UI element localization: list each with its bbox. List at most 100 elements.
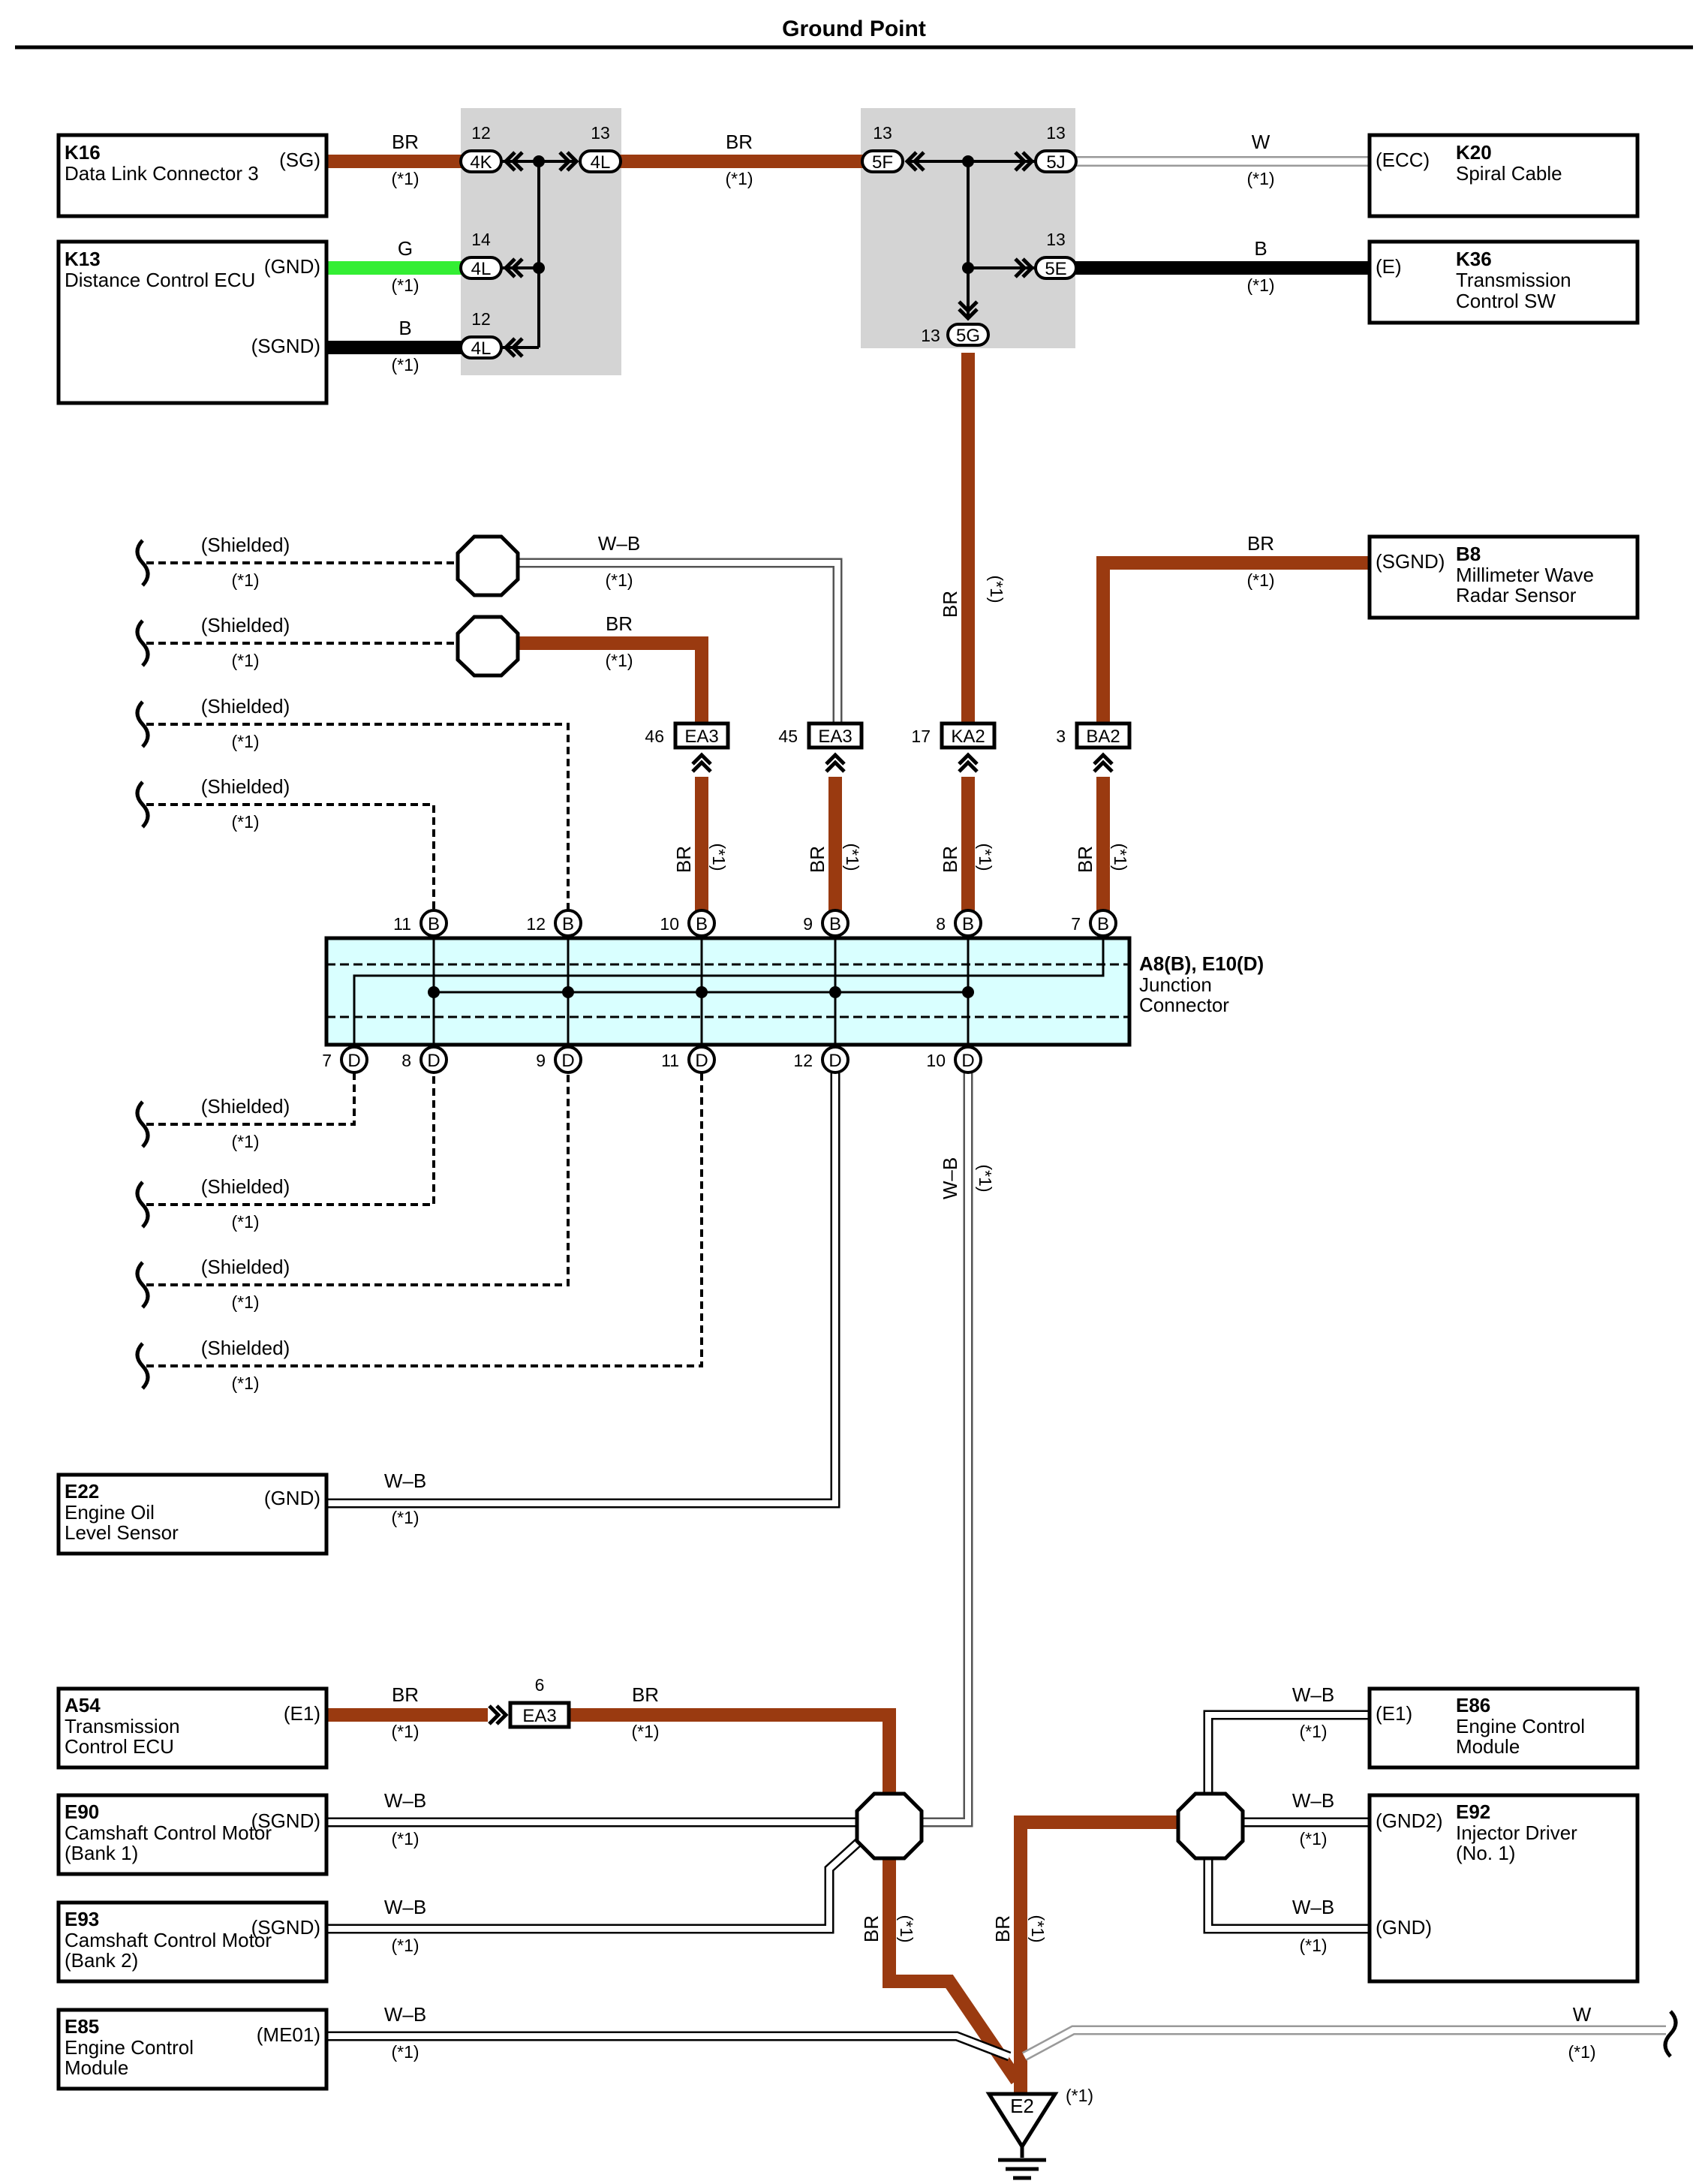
svg-text:(Shielded): (Shielded) [201, 1175, 290, 1198]
component-code: K13 [65, 248, 101, 270]
terminal-label: (E1) [284, 1702, 320, 1725]
wire-e22-wb [326, 1073, 840, 1509]
svg-text:(*1): (*1) [391, 1722, 419, 1741]
svg-text:BR: BR [806, 846, 828, 873]
svg-text:5J: 5J [1046, 152, 1065, 173]
terminal-label: (E) [1376, 255, 1402, 278]
svg-text:(Shielded): (Shielded) [201, 695, 290, 717]
component-b8: (SGND) B8 Millimeter Wave Radar Sensor [1367, 534, 1640, 620]
svg-text:(*1): (*1) [1246, 570, 1274, 590]
svg-text:13: 13 [921, 326, 940, 345]
svg-text:4K: 4K [470, 152, 492, 173]
svg-text:G: G [398, 237, 413, 260]
svg-text:5E: 5E [1045, 259, 1066, 279]
svg-text:(*1): (*1) [843, 843, 862, 871]
svg-text:BR: BR [1074, 846, 1096, 873]
svg-text:14: 14 [471, 230, 491, 249]
svg-text:4L: 4L [471, 338, 492, 359]
component-k13: K13 Distance Control ECU (GND) (SGND) [56, 239, 329, 405]
svg-text:D: D [695, 1051, 708, 1071]
svg-text:13: 13 [873, 123, 892, 143]
svg-text:W–B: W–B [384, 2003, 426, 2026]
wire-rightoct-e2-br [1014, 1815, 1186, 2094]
svg-text:(*1): (*1) [1246, 169, 1274, 188]
terminal-label: (ECC) [1376, 149, 1430, 171]
svg-text:(*1): (*1) [1028, 1915, 1048, 1942]
svg-text:7: 7 [1071, 914, 1081, 934]
component-code: B8 [1456, 543, 1481, 565]
terminal-label: (GND) [264, 255, 320, 278]
splice-dot [962, 262, 974, 274]
svg-text:W–B: W–B [598, 532, 640, 555]
svg-text:5F: 5F [872, 152, 893, 173]
svg-text:W–B: W–B [384, 1470, 426, 1492]
splice-dot [962, 155, 974, 167]
svg-text:W–B: W–B [1292, 1896, 1334, 1918]
ground-note: (*1) [1066, 2086, 1093, 2105]
svg-text:12: 12 [793, 1051, 813, 1070]
junction-pins-top: B11 B12 B10 B9 B8 B7 [393, 909, 1117, 937]
svg-text:EA3: EA3 [818, 726, 852, 747]
svg-text:(*1): (*1) [987, 575, 1006, 603]
component-name: Transmission [65, 1715, 180, 1737]
svg-text:(*1): (*1) [391, 1829, 419, 1849]
svg-text:B: B [829, 914, 841, 934]
component-e85: E85 Engine Control Module (ME01) [56, 2008, 329, 2091]
svg-text:W–B: W–B [1292, 1789, 1334, 1812]
svg-text:(*1): (*1) [1246, 275, 1274, 295]
ground-splice-octagon [1176, 1791, 1245, 1861]
svg-text:W: W [1573, 2003, 1592, 2026]
svg-text:(*1): (*1) [631, 1722, 659, 1741]
connector-pill: 4K [459, 149, 522, 173]
wire-e2-w [1021, 2025, 1666, 2061]
svg-text:(*1): (*1) [976, 1164, 995, 1192]
svg-text:(*1): (*1) [391, 169, 419, 188]
svg-text:(*1): (*1) [976, 843, 995, 871]
wire-ea3-oct-br [570, 1708, 896, 1797]
svg-text:BR: BR [726, 131, 753, 153]
svg-text:(*1): (*1) [231, 1373, 259, 1393]
svg-text:KA2: KA2 [951, 726, 985, 747]
component-e90: E90 Camshaft Control Motor (Bank 1) (SGN… [56, 1793, 329, 1876]
ground-e2-icon [985, 2092, 1059, 2180]
connector-pill: 4L [459, 335, 522, 359]
terminal-label: (SG) [279, 149, 320, 171]
component-e22: E22 Engine Oil Level Sensor (GND) [56, 1473, 329, 1556]
component-name: Engine Oil [65, 1501, 155, 1524]
connector-ea3-45: EA3 45 [778, 721, 864, 772]
component-name: (Bank 2) [65, 1949, 138, 1972]
junction-code: A8(B), E10(D) [1139, 952, 1264, 975]
svg-text:(*1): (*1) [231, 1132, 259, 1151]
shield-ground-octagon [456, 615, 520, 678]
svg-text:D: D [961, 1051, 974, 1071]
svg-text:B: B [962, 914, 974, 934]
svg-text:5G: 5G [956, 326, 980, 346]
svg-text:(*1): (*1) [1111, 843, 1130, 871]
wire-oct-e2-br [883, 1846, 1023, 2085]
component-e86: (E1) E86 Engine Control Module [1367, 1686, 1640, 1770]
svg-text:B: B [398, 317, 411, 339]
component-name: Millimeter Wave [1456, 564, 1594, 586]
svg-text:(Shielded): (Shielded) [201, 1095, 290, 1118]
svg-text:3: 3 [1056, 726, 1066, 746]
svg-text:BR: BR [939, 846, 961, 873]
terminal-label: (GND2) [1376, 1809, 1443, 1832]
component-name: Module [65, 2056, 128, 2079]
connector-pill: 5F [861, 149, 924, 173]
terminal-label: (SGND) [251, 1809, 320, 1832]
svg-text:BR: BR [392, 131, 419, 153]
svg-text:BA2: BA2 [1086, 726, 1120, 747]
component-k16: K16 Data Link Connector 3 (SG) [56, 133, 329, 218]
connector-pill: 5G [946, 302, 990, 347]
svg-text:8: 8 [936, 914, 946, 934]
svg-text:(*1): (*1) [391, 275, 419, 295]
wire-notes: (*1) (*1) (*1) (*1) (*1) (*1) (*1) (*1) … [231, 169, 1595, 2062]
connector-ea3-6: EA3 6 [489, 1675, 571, 1729]
component-name: Injector Driver [1456, 1822, 1577, 1844]
svg-text:(*1): (*1) [231, 812, 259, 832]
svg-text:W–B: W–B [384, 1896, 426, 1918]
svg-text:(*1): (*1) [1568, 2042, 1595, 2062]
svg-text:BR: BR [672, 846, 695, 873]
svg-text:11: 11 [393, 914, 411, 934]
component-e92: (GND2) (GND) E92 Injector Driver (No. 1) [1367, 1793, 1640, 1984]
